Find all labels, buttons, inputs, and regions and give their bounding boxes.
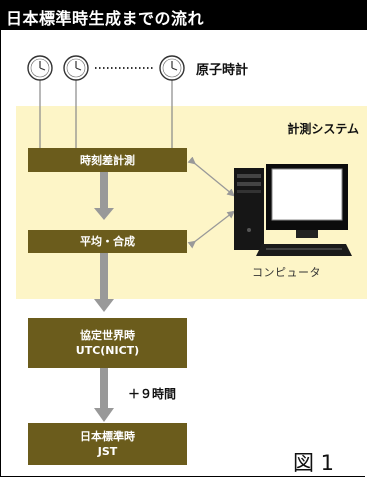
atomic-clock-icon [159, 55, 185, 81]
down-arrow [94, 172, 114, 220]
link-arrow [187, 210, 236, 249]
box-label: 協定世界時 [80, 329, 135, 342]
box-label: 平均・合成 [80, 235, 135, 248]
atomic-clock-icon [27, 55, 53, 81]
box-label: 時刻差計測 [80, 153, 135, 167]
time-difference-measurement-box: 時刻差計測 [28, 148, 187, 172]
averaging-synthesis-box: 平均・合成 [28, 230, 187, 253]
atomic-clocks-label: 原子時計 [196, 63, 249, 78]
plus-nine-hours-label: ＋９時間 [128, 387, 177, 401]
atomic-clock-icon [63, 55, 89, 81]
figure-number: 図 1 [293, 451, 335, 475]
measurement-system-label: 計測システム [287, 122, 359, 136]
box-label: JST [97, 445, 118, 458]
computer-label: コンピュータ [252, 266, 321, 279]
down-arrow [94, 253, 114, 312]
clock-connectors [39, 80, 173, 148]
utc-nict-box: 協定世界時 UTC(NICT) [28, 318, 187, 368]
title-bar: 日本標準時生成までの流れ [0, 0, 367, 30]
box-label: UTC(NICT) [75, 344, 140, 357]
figure-title: 日本標準時生成までの流れ [6, 9, 205, 28]
box-label: 日本標準時 [80, 430, 135, 443]
link-arrow [187, 156, 236, 197]
computer-icon [234, 164, 352, 256]
jst-box: 日本標準時 JST [28, 423, 187, 465]
down-arrow [94, 368, 114, 422]
